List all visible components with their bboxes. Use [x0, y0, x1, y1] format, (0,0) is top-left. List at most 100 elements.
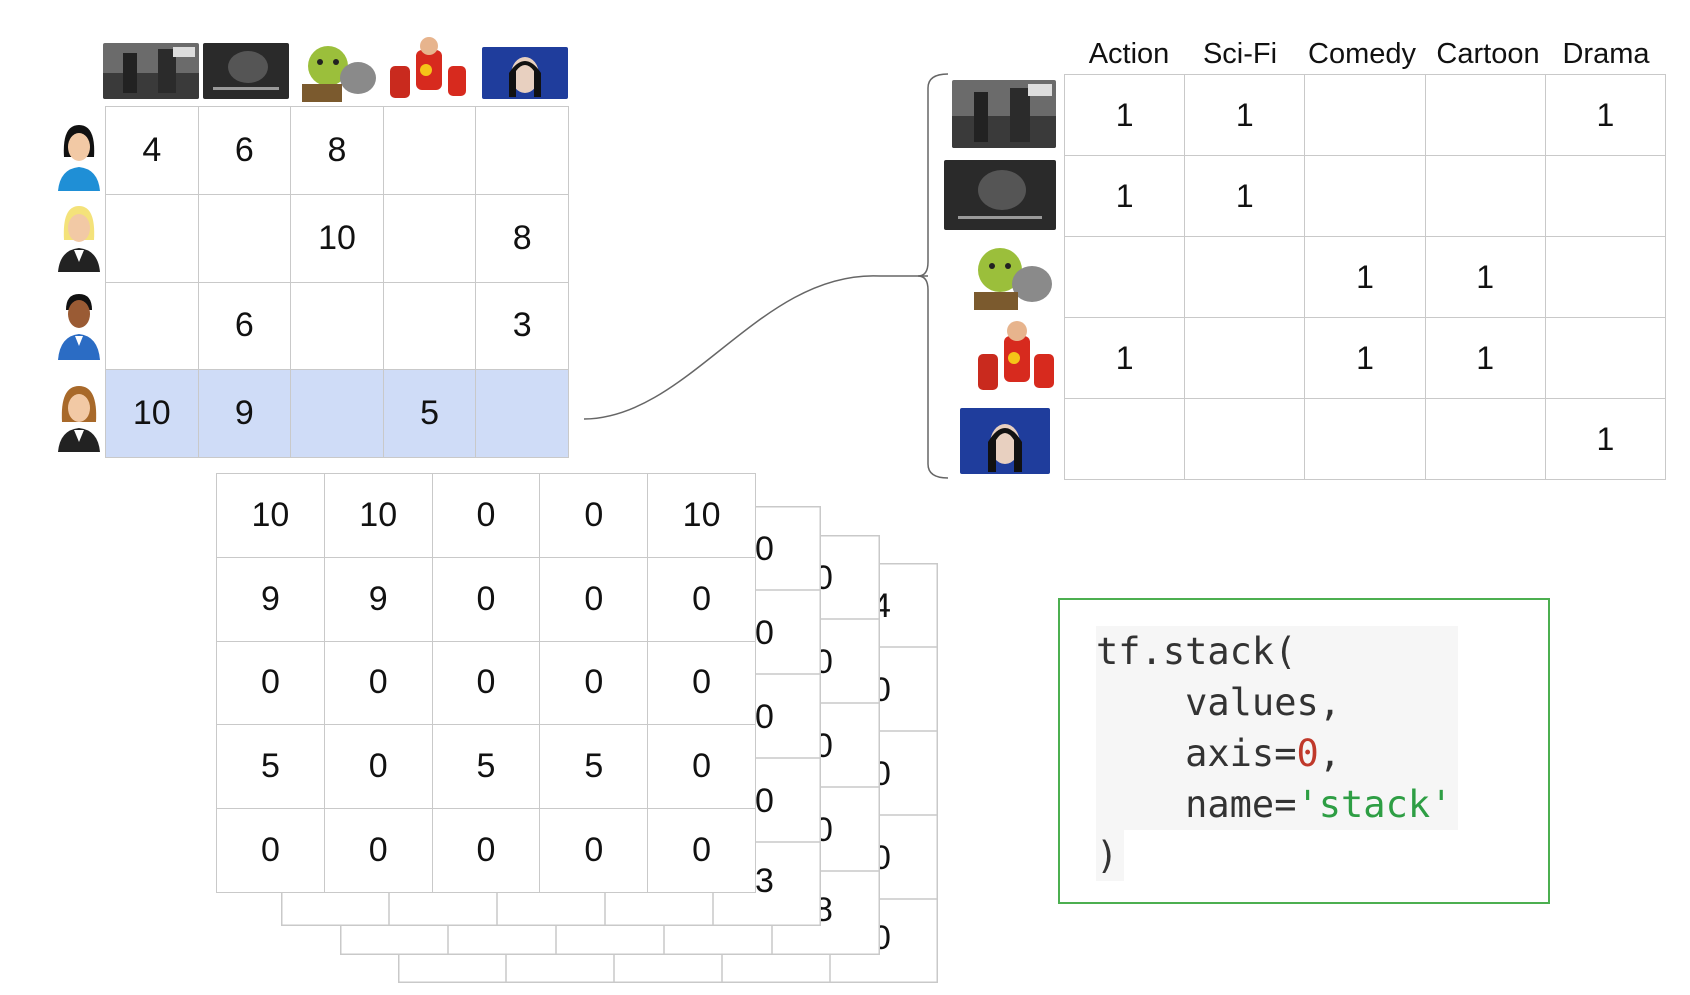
rating-cell — [290, 369, 384, 458]
stack-layer-2-value: 0 — [755, 530, 774, 568]
stack-cell: 0 — [539, 556, 649, 642]
stack-cell: 5 — [216, 724, 325, 810]
rating-cell: 9 — [197, 369, 292, 458]
feature-cell — [1184, 317, 1306, 399]
stack-cell: 0 — [647, 640, 756, 726]
stack-cell: 0 — [431, 556, 541, 642]
feature-cell: 1 — [1424, 317, 1546, 399]
user-avatar-4 — [54, 382, 104, 452]
code-token: axis= — [1096, 732, 1297, 775]
code-number-token: 0 — [1296, 732, 1319, 775]
feature-header-drama: Drama — [1562, 38, 1650, 70]
code-string-token: 'stack' — [1296, 783, 1453, 826]
poster-dark-knight — [203, 43, 289, 99]
feature-cell — [1304, 74, 1426, 156]
stack-layer-2-value: 0 — [755, 614, 774, 652]
poster-dark-knight — [944, 160, 1056, 230]
feature-cell — [1304, 155, 1426, 237]
rating-cell: 5 — [382, 369, 477, 458]
stack-cell: 5 — [431, 724, 541, 810]
feature-row: 1 1 — [1063, 236, 1667, 318]
stack-cell: 9 — [323, 556, 433, 642]
poster-incredibles — [974, 320, 1060, 394]
stack-cell: 0 — [431, 473, 541, 558]
rating-cell — [382, 106, 477, 195]
stack-cell: 0 — [539, 473, 649, 558]
feature-header-cartoon: Cartoon — [1436, 38, 1540, 70]
user-avatar-2 — [54, 202, 104, 272]
poster-drama — [960, 408, 1050, 474]
stack-cell: 0 — [431, 640, 541, 726]
feature-cell — [1424, 74, 1546, 156]
feature-cell: 1 — [1304, 236, 1426, 318]
feature-cell: 1 — [1063, 74, 1186, 156]
stack-row: 10 10 0 0 10 — [216, 473, 756, 558]
feature-cell — [1424, 155, 1546, 237]
feature-row: 1 — [1063, 398, 1667, 480]
stack-cell: 0 — [323, 724, 433, 810]
stacked-ratings-matrix: 10 10 0 0 10 9 9 0 0 0 0 0 0 0 0 5 0 5 5… — [216, 473, 756, 893]
ratings-row: 10 8 — [105, 193, 569, 283]
stack-cell: 0 — [647, 808, 756, 893]
stack-cell: 0 — [539, 640, 649, 726]
stack-row: 0 0 0 0 0 — [216, 640, 756, 726]
feature-cell: 1 — [1544, 398, 1667, 480]
stack-cell: 0 — [539, 808, 649, 893]
ratings-row-highlighted: 10 9 5 — [105, 369, 569, 458]
user-avatar-3 — [54, 290, 104, 360]
poster-drama — [482, 47, 568, 99]
stack-cell: 9 — [216, 556, 325, 642]
genre-feature-matrix: 1 1 1 1 1 1 1 1 1 1 1 — [1063, 74, 1667, 480]
stack-cell: 0 — [216, 640, 325, 726]
rating-cell — [105, 281, 199, 371]
stack-layer-2-value: 0 — [755, 698, 774, 736]
stack-row: 0 0 0 0 0 — [216, 808, 756, 893]
feature-cell — [1063, 398, 1186, 480]
stack-layer-2-value: 0 — [755, 782, 774, 820]
rating-cell: 3 — [475, 281, 569, 371]
stack-cell: 10 — [216, 473, 325, 558]
code-snippet: tf.stack( values, axis=0, name='stack') — [1096, 626, 1459, 881]
feature-cell: 1 — [1063, 155, 1186, 237]
ratings-row: 6 3 — [105, 281, 569, 371]
rating-cell — [475, 369, 569, 458]
rating-cell — [475, 106, 569, 195]
stack-cell: 0 — [323, 640, 433, 726]
feature-cell — [1184, 236, 1306, 318]
feature-cell — [1184, 398, 1306, 480]
stack-layer-1: 10 10 0 0 10 9 9 0 0 0 0 0 0 0 0 5 0 5 5… — [216, 473, 756, 893]
feature-row: 1 1 1 — [1063, 317, 1667, 399]
feature-cell: 1 — [1063, 317, 1186, 399]
poster-star-wars — [103, 43, 199, 99]
stack-cell: 0 — [216, 808, 325, 893]
stack-cell: 10 — [323, 473, 433, 558]
poster-star-wars — [952, 80, 1056, 148]
feature-cell: 1 — [1304, 317, 1426, 399]
code-line: name='stack' — [1096, 779, 1459, 830]
stack-cell: 5 — [539, 724, 649, 810]
stack-cell: 0 — [323, 808, 433, 893]
code-line: ) — [1096, 830, 1125, 881]
feature-header-scifi: Sci-Fi — [1202, 38, 1278, 70]
feature-cell: 1 — [1184, 155, 1306, 237]
feature-cell — [1304, 398, 1426, 480]
feature-cell — [1544, 317, 1667, 399]
code-token: name= — [1096, 783, 1297, 826]
feature-header-comedy: Comedy — [1308, 38, 1416, 70]
rating-cell: 4 — [105, 106, 199, 195]
feature-cell — [1544, 236, 1667, 318]
poster-shrek — [964, 240, 1058, 310]
stack-row: 9 9 0 0 0 — [216, 556, 756, 642]
stack-row: 5 0 5 5 0 — [216, 724, 756, 810]
ratings-row: 4 6 8 — [105, 106, 569, 195]
rating-cell: 8 — [290, 106, 384, 195]
stack-layer-2-value: 3 — [755, 862, 774, 900]
rating-cell: 10 — [290, 193, 384, 283]
poster-incredibles — [386, 36, 480, 102]
stack-cell: 0 — [647, 724, 756, 810]
ratings-matrix: 4 6 8 10 8 6 3 10 9 5 — [105, 106, 569, 458]
stack-cell: 10 — [647, 473, 756, 558]
rating-cell: 6 — [197, 281, 292, 371]
stack-cell: 0 — [647, 556, 756, 642]
